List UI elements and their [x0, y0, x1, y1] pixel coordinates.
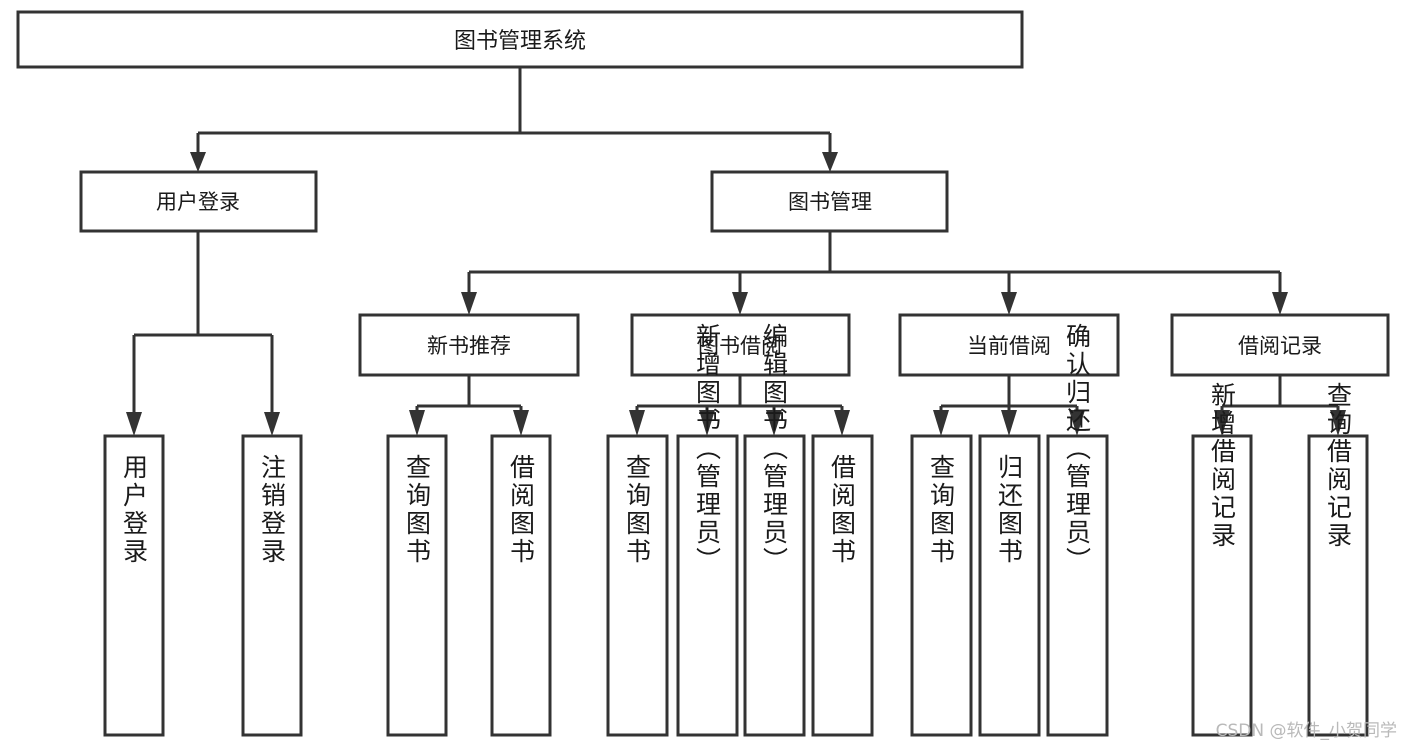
- leaf-borrow-record-1[interactable]: 新增借阅记录: [1191, 382, 1253, 737]
- leaf-borrow-record-2[interactable]: 查询借阅记录: [1307, 382, 1369, 737]
- leaf-current-borrow-2-label: 归还图书: [995, 454, 1024, 566]
- node-borrow-record-label: 借阅记录: [1238, 334, 1322, 358]
- arrow-current-borrow-leaf-3: [1069, 410, 1085, 436]
- node-book-manage-label: 图书管理: [788, 190, 872, 214]
- arrow-book-borrow-leaf-2: [699, 410, 715, 436]
- leaf-current-borrow-2[interactable]: 归还图书: [978, 434, 1041, 737]
- node-user-login[interactable]: 用户登录: [79, 170, 318, 233]
- leaf-book-borrow-1-label: 查询图书: [623, 454, 652, 566]
- node-book-borrow[interactable]: 图书借阅: [630, 313, 851, 377]
- node-new-book-recommend-box[interactable]: [358, 313, 580, 377]
- leaf-new-book-2[interactable]: 借阅图书: [490, 434, 552, 737]
- leaf-current-borrow-3[interactable]: 确认归还（管理员）: [1046, 323, 1109, 737]
- leaf-new-book-2-label: 借阅图书: [507, 454, 536, 566]
- leaf-book-borrow-4[interactable]: 借阅图书: [811, 434, 874, 737]
- leaf-book-borrow-3-label: 编辑图书（管理员）: [760, 323, 789, 575]
- leaf-current-borrow-1[interactable]: 查询图书: [910, 434, 973, 737]
- leaf-new-book-2-box[interactable]: [490, 434, 552, 737]
- arrow-current-borrow-leaf-1: [933, 410, 949, 436]
- leaf-new-book-1-label: 查询图书: [403, 454, 432, 566]
- leaf-book-borrow-3[interactable]: 编辑图书（管理员）: [743, 323, 806, 737]
- node-new-book-recommend[interactable]: 新书推荐: [358, 313, 580, 377]
- leaf-current-borrow-3-label: 确认归还（管理员）: [1063, 323, 1092, 575]
- node-current-borrow-label: 当前借阅: [967, 334, 1051, 358]
- leaf-user-login-1[interactable]: 用户登录: [103, 434, 165, 737]
- arrow-to-borrow-record: [1272, 292, 1288, 315]
- node-root-box[interactable]: [16, 10, 1024, 69]
- node-user-login-box[interactable]: [79, 170, 318, 233]
- node-book-manage[interactable]: 图书管理: [710, 170, 949, 233]
- arrow-root-to-user-login: [190, 152, 206, 172]
- leaf-current-borrow-2-box[interactable]: [978, 434, 1041, 737]
- leaf-book-borrow-2[interactable]: 新增图书（管理员）: [676, 323, 739, 737]
- leaf-user-login-1-box[interactable]: [103, 434, 165, 737]
- node-root[interactable]: 图书管理系统: [16, 10, 1024, 69]
- arrow-new-book-leaf-2: [513, 410, 529, 436]
- leaf-current-borrow-1-box[interactable]: [910, 434, 973, 737]
- leaf-book-borrow-2-label: 新增图书（管理员）: [693, 323, 722, 575]
- arrow-new-book-leaf-1: [409, 410, 425, 436]
- node-book-borrow-label: 图书借阅: [698, 334, 782, 358]
- leaf-user-login-1-label: 用户登录: [120, 454, 149, 566]
- node-user-login-label: 用户登录: [156, 190, 240, 214]
- node-root-label: 图书管理系统: [454, 29, 586, 54]
- node-borrow-record-box[interactable]: [1170, 313, 1390, 377]
- node-borrow-record[interactable]: 借阅记录: [1170, 313, 1390, 377]
- arrow-user-login-leaf-1: [126, 412, 142, 436]
- arrow-book-borrow-leaf-3: [766, 410, 782, 436]
- leaf-borrow-record-2-label: 查询借阅记录: [1324, 382, 1353, 550]
- leaf-new-book-1-box[interactable]: [386, 434, 448, 737]
- arrow-book-borrow-leaf-1: [629, 410, 645, 436]
- arrow-borrow-record-leaf-1: [1214, 410, 1230, 436]
- leaf-current-borrow-3-box[interactable]: [1046, 434, 1109, 737]
- leaf-user-login-2[interactable]: 注销登录: [241, 434, 303, 737]
- leaf-user-login-2-label: 注销登录: [258, 454, 287, 566]
- leaf-book-borrow-4-label: 借阅图书: [828, 454, 857, 566]
- node-current-borrow[interactable]: 当前借阅: [898, 313, 1120, 377]
- arrow-root-to-book-manage: [822, 152, 838, 172]
- arrow-to-new-book: [461, 292, 477, 315]
- node-book-borrow-box[interactable]: [630, 313, 851, 377]
- connector-layer: [126, 67, 1346, 436]
- leaf-book-borrow-1[interactable]: 查询图书: [606, 434, 669, 737]
- node-new-book-recommend-label: 新书推荐: [427, 334, 511, 358]
- arrow-to-book-borrow: [732, 292, 748, 315]
- leaf-borrow-record-2-box[interactable]: [1307, 434, 1369, 737]
- arrow-to-current-borrow: [1001, 292, 1017, 315]
- leaf-book-borrow-1-box[interactable]: [606, 434, 669, 737]
- leaf-book-borrow-2-box[interactable]: [676, 434, 739, 737]
- leaf-borrow-record-1-box[interactable]: [1191, 434, 1253, 737]
- arrow-borrow-record-leaf-2: [1330, 410, 1346, 436]
- arrow-current-borrow-leaf-2: [1001, 410, 1017, 436]
- leaf-book-borrow-4-box[interactable]: [811, 434, 874, 737]
- leaf-current-borrow-1-label: 查询图书: [927, 454, 956, 566]
- leaf-borrow-record-1-label: 新增借阅记录: [1208, 382, 1237, 550]
- node-current-borrow-box[interactable]: [898, 313, 1120, 377]
- leaf-book-borrow-3-box[interactable]: [743, 434, 806, 737]
- leaf-user-login-2-box[interactable]: [241, 434, 303, 737]
- leaf-new-book-1[interactable]: 查询图书: [386, 434, 448, 737]
- node-book-manage-box[interactable]: [710, 170, 949, 233]
- arrow-user-login-leaf-2: [264, 412, 280, 436]
- arrow-book-borrow-leaf-4: [834, 410, 850, 436]
